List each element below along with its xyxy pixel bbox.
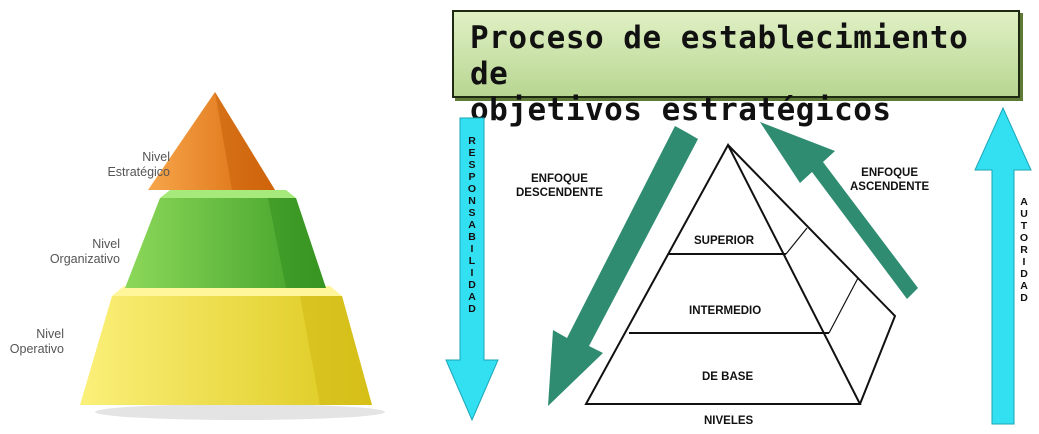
pyramid-level-organizativo: [125, 190, 326, 288]
diagram-graphics: [445, 106, 1032, 425]
autoridad-letter: T: [1020, 220, 1028, 232]
pyramid-level-estrategico: [148, 92, 275, 190]
level-superior: SUPERIOR: [694, 235, 755, 247]
niveles-label: NIVELES: [704, 415, 754, 427]
autoridad-arrow-up: [974, 106, 1032, 425]
autoridad-letter: O: [1019, 232, 1029, 244]
levels-pyramid: [584, 142, 897, 405]
responsabilidad-arrow-down: [445, 117, 499, 422]
autoridad-letter: U: [1020, 208, 1028, 220]
responsabilidad-letter: B: [468, 231, 476, 243]
level-intermedio: INTERMEDIO: [689, 305, 762, 317]
autoridad-letter: I: [1022, 256, 1026, 268]
autoridad-letter: A: [1020, 280, 1028, 292]
responsabilidad-letter: I: [470, 267, 474, 279]
responsabilidad-letter: L: [468, 255, 476, 267]
autoridad-letter: A: [1020, 196, 1028, 208]
responsabilidad-letter: N: [468, 195, 476, 207]
autoridad-letter: D: [1020, 292, 1028, 304]
responsabilidad-letter: D: [468, 303, 476, 315]
pyramid-graphic: [80, 92, 385, 420]
enfoque-ascendente-arrow: [760, 122, 918, 299]
responsabilidad-letter: S: [468, 159, 476, 171]
responsabilidad-letter: R: [468, 135, 476, 147]
responsabilidad-letter: P: [468, 171, 476, 183]
level-de-base: DE BASE: [702, 371, 754, 383]
responsabilidad-letter: A: [468, 291, 476, 303]
responsabilidad-letter: D: [468, 279, 476, 291]
pyramid-level-operativo: [80, 286, 372, 405]
pyramid-shadow: [95, 404, 385, 420]
responsabilidad-letter: E: [468, 147, 476, 159]
responsabilidad-letter: I: [470, 243, 474, 255]
responsabilidad-letter: S: [468, 207, 476, 219]
responsabilidad-letter: O: [467, 183, 477, 195]
autoridad-letter: D: [1020, 268, 1028, 280]
enfoque-descendente-arrow: [548, 126, 698, 406]
autoridad-letter: R: [1020, 244, 1028, 256]
responsabilidad-letter: A: [468, 219, 476, 231]
